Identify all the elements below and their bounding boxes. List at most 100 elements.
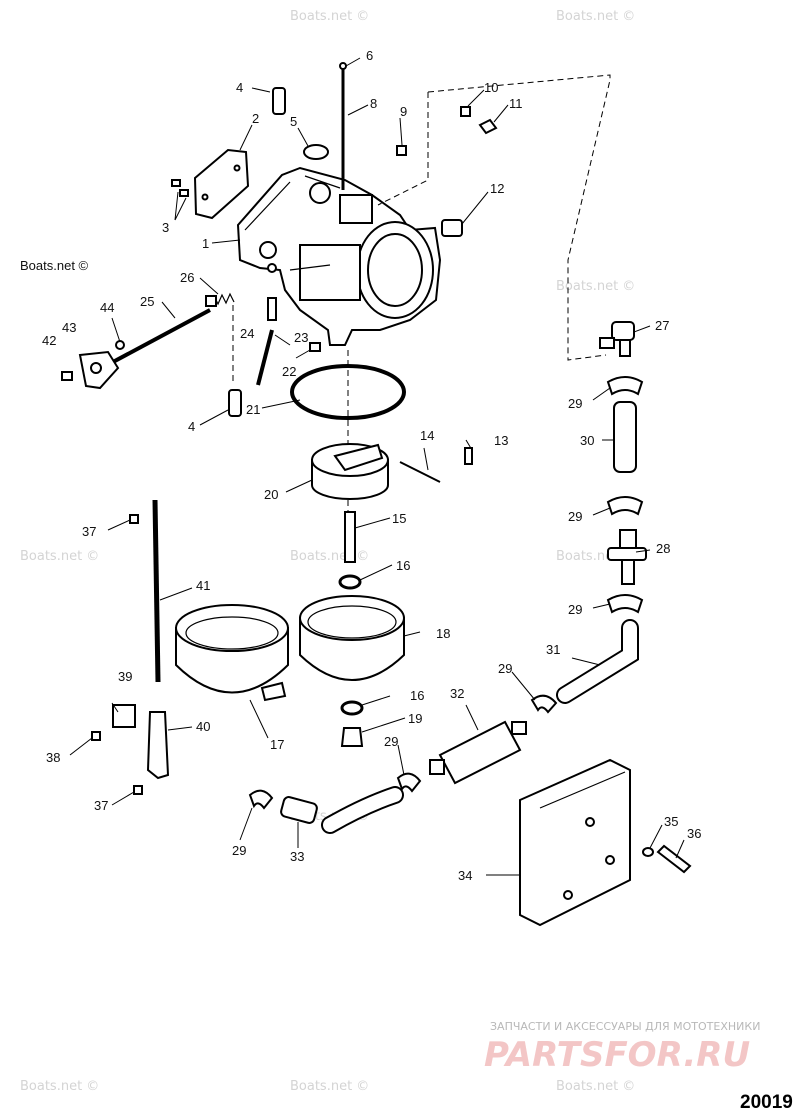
- drain-plug: [340, 727, 364, 747]
- fuel-filter: [429, 720, 527, 785]
- watermark-label: Boats.net ©: [20, 258, 89, 273]
- tee-fitting: [607, 529, 647, 585]
- hose-clamp: [530, 694, 558, 714]
- link-plate: [146, 711, 170, 780]
- o-ring: [290, 364, 406, 420]
- washer: [642, 847, 654, 857]
- needle: [256, 329, 274, 386]
- fuel-hose: [613, 401, 637, 473]
- watermark: Boats.net ©: [290, 1079, 369, 1094]
- screw: [656, 844, 692, 874]
- screw: [61, 371, 73, 381]
- screws: [171, 179, 189, 197]
- callout-43: 43: [62, 320, 76, 335]
- float-bowl: [175, 604, 289, 702]
- callout-15: 15: [392, 511, 406, 526]
- washer: [340, 700, 364, 716]
- callout-16: 16: [396, 558, 410, 573]
- hose-clamp: [396, 772, 422, 793]
- hose-clamp: [606, 594, 644, 614]
- callout-1: 1: [202, 236, 209, 251]
- callout-21: 21: [246, 402, 260, 417]
- link-rod: [152, 499, 161, 683]
- callout-36: 36: [687, 826, 701, 841]
- callout-41: 41: [196, 578, 210, 593]
- callout-28: 28: [656, 541, 670, 556]
- brand-logo: PARTSFOR.RU: [484, 1035, 750, 1075]
- sleeve: [272, 87, 286, 115]
- callout-5: 5: [290, 114, 297, 129]
- callout-27: 27: [655, 318, 669, 333]
- watermark: Boats.net ©: [556, 279, 635, 294]
- callout-16: 16: [410, 688, 424, 703]
- callout-37: 37: [82, 524, 96, 539]
- seal: [303, 144, 329, 160]
- callout-34: 34: [458, 868, 472, 883]
- leader-lines: [69, 57, 685, 876]
- watermark: Boats.net ©: [556, 1079, 635, 1094]
- watermark: Boats.net ©: [290, 9, 369, 24]
- callout-11: 11: [509, 96, 523, 111]
- watermark: Boats.net ©: [20, 549, 99, 564]
- watermark: Boats.net ©: [20, 1079, 99, 1094]
- hose-clamp: [606, 496, 644, 516]
- callout-38: 38: [46, 750, 60, 765]
- callout-42: 42: [42, 333, 56, 348]
- callout-labels: 1 2 3 4 4 5 6 8 9 10 11 12 13 14 15 16 1…: [42, 48, 701, 883]
- callout-40: 40: [196, 719, 210, 734]
- callout-6: 6: [366, 48, 373, 63]
- callout-35: 35: [664, 814, 678, 829]
- callout-4: 4: [236, 80, 243, 95]
- bushing: [441, 219, 463, 237]
- callout-31: 31: [546, 642, 560, 657]
- spring-cap: [205, 295, 217, 307]
- callout-29: 29: [568, 602, 582, 617]
- callout-44: 44: [100, 300, 114, 315]
- screw: [129, 514, 139, 524]
- callout-8: 8: [370, 96, 377, 111]
- callout-14: 14: [420, 428, 434, 443]
- callout-20: 20: [264, 487, 278, 502]
- callout-13: 13: [494, 433, 508, 448]
- watermark: Boats.net ©: [290, 549, 369, 564]
- watermark: Boats.net ©: [556, 9, 635, 24]
- callout-10: 10: [484, 80, 498, 95]
- hose-clamp: [248, 789, 274, 810]
- fuel-hose: [280, 796, 318, 824]
- callout-3: 3: [162, 220, 169, 235]
- callout-29: 29: [232, 843, 246, 858]
- callout-39: 39: [118, 669, 132, 684]
- spring: [267, 297, 277, 321]
- elbow-fitting: [599, 321, 635, 357]
- silencer-cover: [519, 758, 631, 927]
- pin: [399, 461, 441, 483]
- callout-23: 23: [294, 330, 308, 345]
- watermarks: Boats.net © Boats.net © Boats.net © Boat…: [20, 9, 635, 1094]
- callout-33: 33: [290, 849, 304, 864]
- float: [311, 443, 389, 500]
- clip: [112, 704, 136, 728]
- callout-24: 24: [240, 326, 254, 341]
- callout-12: 12: [490, 181, 504, 196]
- screw: [91, 731, 101, 741]
- callout-2: 2: [252, 111, 259, 126]
- float-bowl: [299, 595, 405, 681]
- gasket: [193, 148, 250, 220]
- washer: [338, 574, 362, 590]
- assembly-line: [377, 92, 429, 206]
- needle-valve: [464, 447, 473, 465]
- assembly-line: [427, 74, 611, 361]
- sleeve: [228, 389, 242, 417]
- nut: [396, 145, 407, 156]
- callout-9: 9: [400, 104, 407, 119]
- shaft: [97, 308, 211, 372]
- fuel-hose-inner: [558, 621, 637, 702]
- callout-29: 29: [384, 734, 398, 749]
- carburetor-body: [236, 166, 442, 346]
- callout-25: 25: [140, 294, 154, 309]
- callout-17: 17: [270, 737, 284, 752]
- callout-19: 19: [408, 711, 422, 726]
- hose-clamp: [606, 376, 644, 396]
- callout-37: 37: [94, 798, 108, 813]
